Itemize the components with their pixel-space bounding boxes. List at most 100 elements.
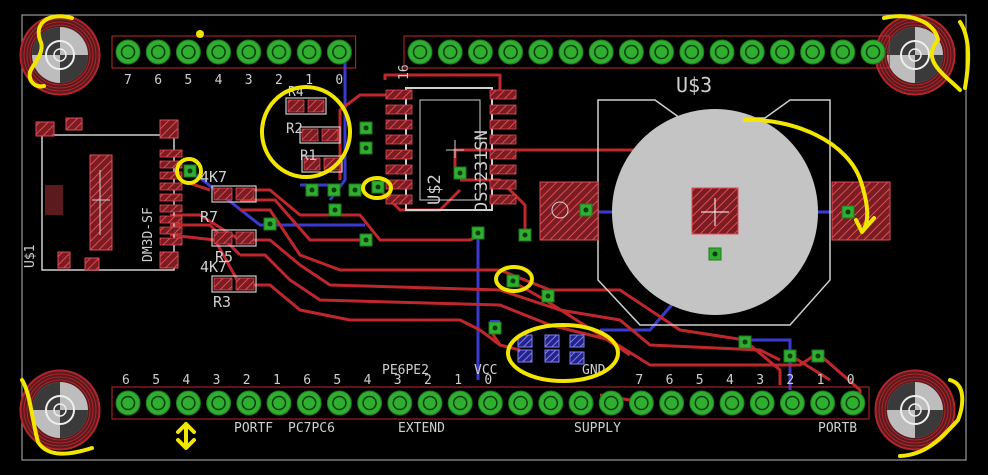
header-pin [860, 39, 886, 65]
header-pin [467, 39, 493, 65]
bottom-pin-number: 3 [756, 373, 764, 388]
top-pin-number: 3 [245, 73, 253, 88]
top-pin-number: 1 [305, 73, 313, 88]
board-outline [21, 14, 967, 461]
header-pin [689, 390, 715, 416]
resistors-left [211, 185, 257, 293]
rtc-chip-label: DS3231SN [472, 130, 492, 212]
sd-ref-label: U$1 [23, 245, 38, 268]
yellow-annotations [20, 14, 971, 458]
header-pin [679, 39, 705, 65]
portb-label: PORTB [818, 421, 857, 436]
mounting-hole [19, 369, 101, 451]
bottom-pin-number: 5 [333, 373, 341, 388]
chip-pin [489, 104, 517, 115]
r-top-2: R2 [286, 121, 303, 137]
resistor [299, 126, 341, 144]
header-pin [498, 39, 524, 65]
battery-ref-label: U$3 [676, 73, 712, 97]
smd-caps-bottom [490, 320, 585, 365]
resistor [285, 97, 327, 115]
header-pin [417, 390, 443, 416]
header-pin [840, 390, 866, 416]
rtc-ref-label: U$2 [425, 174, 445, 205]
header-pin [175, 39, 201, 65]
chip-pin [489, 179, 517, 190]
extend-label: EXTEND [398, 421, 445, 436]
mounting-hole [874, 14, 956, 96]
bottom-pin-number: 5 [152, 373, 160, 388]
bottom-pin-number: 3 [213, 373, 221, 388]
chip-pin [489, 119, 517, 130]
sd-pin [159, 204, 183, 213]
header-pin [779, 390, 805, 416]
bottom-pin-number: 6 [122, 373, 130, 388]
r-left-ref2: R5 [215, 248, 233, 266]
chip-pin [385, 179, 413, 190]
header-pin [568, 390, 594, 416]
r-left-ref3: R3 [213, 293, 231, 311]
resistor [211, 229, 257, 247]
sd-pin [159, 171, 183, 180]
r-top-3: R1 [300, 148, 317, 164]
bottom-pin-number: 1 [273, 373, 281, 388]
rtc-pin-16-label: 16 [397, 64, 412, 80]
header-pin [558, 39, 584, 65]
header-pin [508, 390, 534, 416]
header-pin [145, 390, 171, 416]
header-pin [266, 390, 292, 416]
chip-pin [489, 149, 517, 160]
sd-pin [159, 237, 183, 246]
r-left-ref1: R7 [200, 208, 218, 226]
bottom-pin-number: 2 [786, 373, 794, 388]
header-pin [447, 390, 473, 416]
bottom-pin-number: 4 [182, 373, 190, 388]
header-pin [407, 39, 433, 65]
bottom-pin-number: 3 [394, 373, 402, 388]
header-top-left [111, 35, 357, 69]
header-pin [528, 39, 554, 65]
header-pin [719, 390, 745, 416]
header-pin [206, 39, 232, 65]
resistor [211, 275, 257, 293]
resistor [211, 185, 257, 203]
header-pin [115, 390, 141, 416]
header-pin [296, 390, 322, 416]
bottom-pin-number: 5 [696, 373, 704, 388]
header-pin [115, 39, 141, 65]
bottom-pin-number: 1 [817, 373, 825, 388]
top-pin-number: 5 [184, 73, 192, 88]
header-pin [236, 390, 262, 416]
sd-pin [159, 160, 183, 169]
chip-pin [489, 134, 517, 145]
bottom-pin-number: 4 [726, 373, 734, 388]
header-pin [598, 390, 624, 416]
battery-holder: U$3 [539, 73, 891, 326]
header-pin [437, 39, 463, 65]
chip-pin [489, 89, 517, 100]
chip-pin [385, 134, 413, 145]
header-pin [649, 39, 675, 65]
r-left-val1: 4K7 [200, 168, 227, 186]
header-pin [749, 390, 775, 416]
supply-label: SUPPLY [574, 421, 621, 436]
chip-pin [489, 194, 517, 205]
chip-pin [385, 194, 413, 205]
header-pin [659, 390, 685, 416]
top-pin-number: 7 [124, 73, 132, 88]
header-pin [709, 39, 735, 65]
vias [183, 121, 855, 363]
sd-pin [159, 193, 183, 202]
bottom-pin-number: 6 [666, 373, 674, 388]
header-pin [326, 39, 352, 65]
bottom-pin-number: 6 [303, 373, 311, 388]
bottom-pin-number: 0 [484, 373, 492, 388]
header-top-right [403, 35, 890, 69]
r-left-val2: 4K7 [200, 258, 227, 276]
portf-label: PORTF [234, 421, 273, 436]
mounting-hole [874, 369, 956, 451]
header-pin [387, 390, 413, 416]
